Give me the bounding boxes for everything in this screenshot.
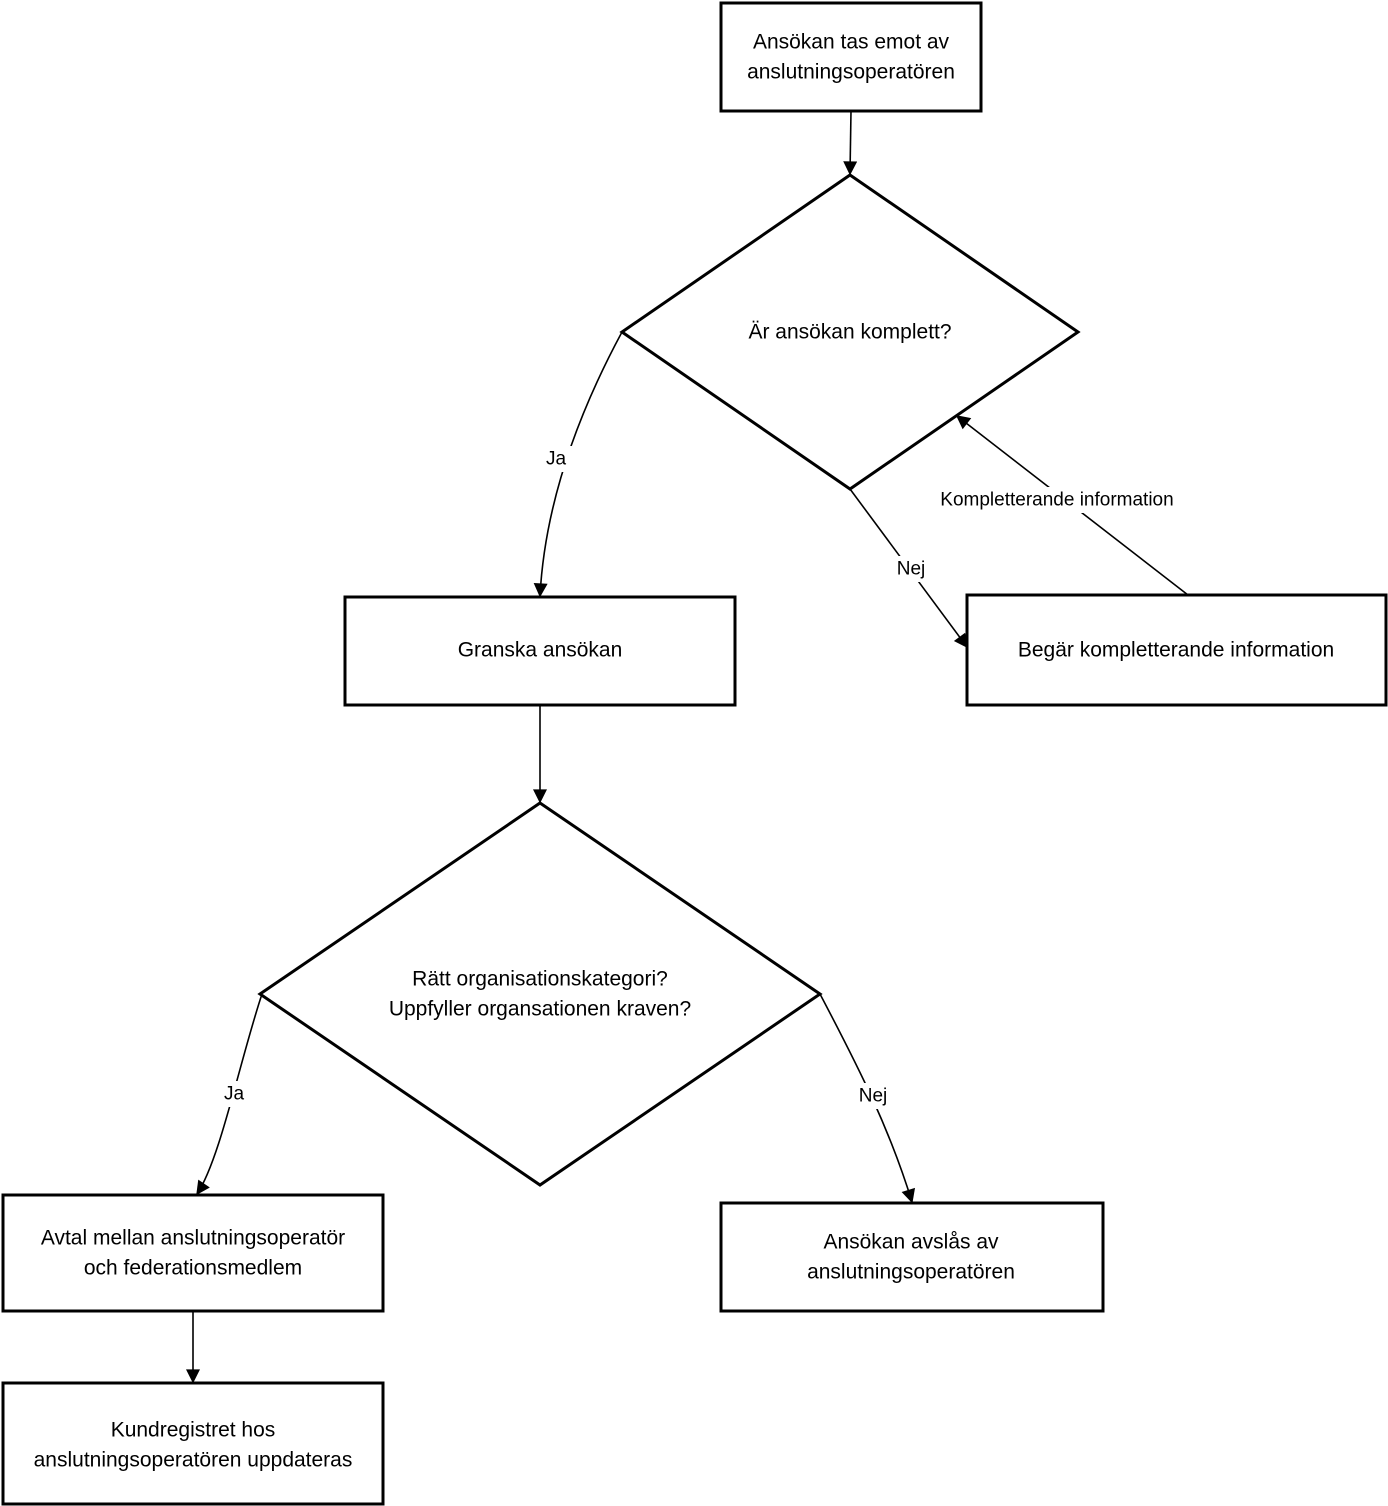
node-text-line: anslutningsoperatören uppdateras	[34, 1449, 353, 1472]
edge-label-text: Nej	[897, 559, 926, 580]
node-request-supplement: Begär kompletterande information	[965, 593, 1388, 707]
edge-labels: Ja Nej Kompletterande information Ja Nej	[218, 446, 1192, 1109]
node-agreement: Avtal mellan anslutningsoperatör och fed…	[1, 1193, 385, 1313]
node-review-application: Granska ansökan	[343, 595, 737, 707]
node-text-line: Är ansökan komplett?	[748, 321, 951, 344]
node-registry-updated: Kundregistret hos anslutningsoperatören …	[1, 1381, 385, 1506]
edge-label-text: Kompletterande information	[940, 490, 1173, 511]
node-text-line: anslutningsoperatören	[747, 61, 955, 84]
edge-label-text: Ja	[224, 1084, 245, 1105]
node-text-line: Uppfyller organsationen kraven?	[389, 998, 691, 1021]
edge-label-category-no: Nej	[854, 1083, 892, 1109]
edge-label-text: Nej	[859, 1086, 888, 1107]
edge-received-to-complete-check	[843, 110, 858, 176]
edge-label-text: Ja	[546, 449, 567, 470]
edge-label-category-yes: Ja	[218, 1081, 250, 1107]
node-text-line: Avtal mellan anslutningsoperatör	[41, 1227, 345, 1250]
node-text-line: Ansökan avslås av	[823, 1231, 999, 1254]
node-text-line: och federationsmedlem	[84, 1257, 302, 1280]
node-text-line: Begär kompletterande information	[1018, 639, 1334, 662]
node-text-line: Ansökan tas emot av	[753, 31, 950, 54]
edge-label-complete-no: Nej	[892, 556, 930, 582]
node-text-line: anslutningsoperatören	[807, 1261, 1015, 1284]
node-application-received: Ansökan tas emot av anslutningsoperatöre…	[719, 1, 983, 113]
edge-label-complete-yes: Ja	[540, 446, 572, 472]
node-application-rejected: Ansökan avslås av anslutningsoperatören	[719, 1201, 1105, 1313]
node-decision-category: Rätt organisationskategori? Uppfyller or…	[257, 801, 823, 1187]
node-text-line: Kundregistret hos	[111, 1419, 276, 1442]
edge-label-supplement: Kompletterande information	[924, 487, 1192, 513]
node-decision-complete: Är ansökan komplett?	[619, 173, 1081, 491]
node-text-line: Rätt organisationskategori?	[412, 968, 668, 991]
node-text-line: Granska ansökan	[458, 639, 623, 662]
